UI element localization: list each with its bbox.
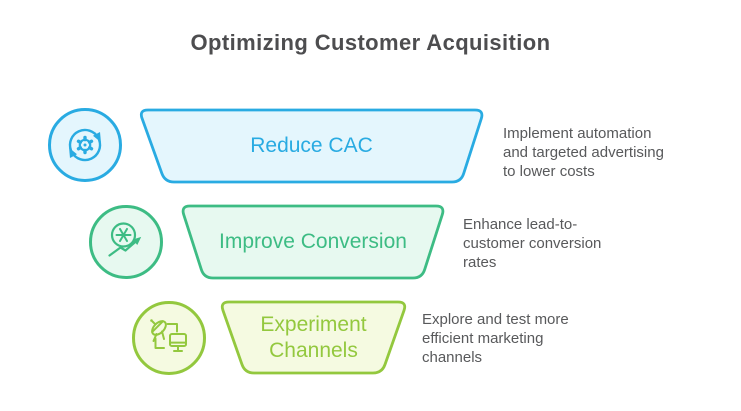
funnel-description-reduce-cac: Implement automation and targeted advert… (503, 125, 664, 180)
funnel-label-experiment-channels: Experiment Channels (220, 302, 407, 373)
funnel-segment-reduce-cac (139, 108, 484, 184)
page-title: Optimizing Customer Acquisition (190, 30, 551, 55)
broadcast-channels-icon (150, 319, 187, 352)
conversion-icon-badge (89, 205, 163, 279)
funnel-segment-improve-conversion (181, 204, 445, 280)
channels-icon-badge (132, 301, 206, 375)
funnel-label-text: Experiment Channels (260, 312, 367, 362)
funnel-description-experiment-channels: Explore and test more efficient marketin… (422, 311, 569, 366)
funnel-description-improve-conversion: Enhance lead-to- customer conversion rat… (463, 216, 602, 271)
funnel-label-improve-conversion: Improve Conversion (219, 230, 407, 253)
automation-icon-badge (48, 108, 122, 182)
funnel-segment-experiment-channels (220, 300, 407, 375)
sync-gear-icon (68, 128, 102, 162)
conversion-search-trend-icon (108, 222, 142, 257)
funnel-label-reduce-cac: Reduce CAC (250, 134, 373, 157)
